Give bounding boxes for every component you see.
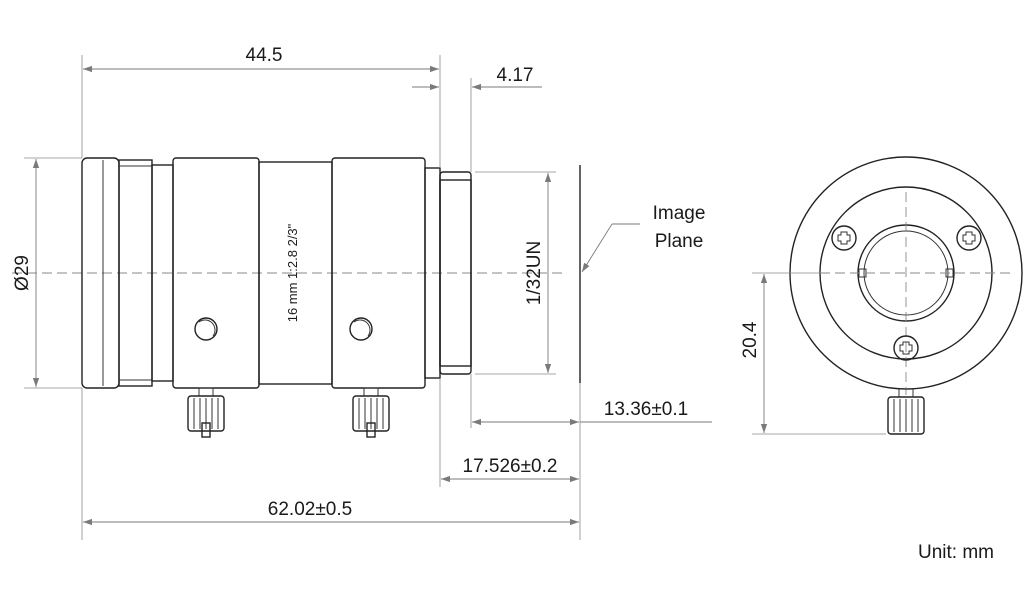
mount-screw-left — [831, 225, 857, 251]
extension-lines — [24, 55, 581, 540]
iris-lock-hole — [349, 317, 373, 341]
dim-diameter: Ø29 — [12, 159, 40, 387]
dim-back-focal: 13.36±0.1 — [472, 399, 712, 426]
iris-thumb-screw — [352, 387, 390, 438]
dim-screw-height-text: 20.4 — [740, 321, 761, 358]
dim-length-front: 44.5 — [83, 45, 439, 73]
focus-thumb-screw — [187, 387, 225, 438]
mount-screw-right — [956, 225, 982, 251]
image-plane: Image Plane — [579, 165, 706, 383]
dim-flange-offset: 4.17 — [412, 65, 542, 91]
dim-screw-height: 20.4 — [740, 272, 886, 435]
dim-length-front-text: 44.5 — [246, 45, 283, 66]
image-plane-label-line1: Image — [653, 203, 706, 224]
mount-screw-bottom — [893, 335, 919, 361]
dim-total-length-text: 62.02±0.5 — [268, 499, 352, 520]
lens-front-section — [81, 157, 174, 389]
front-thumb-screw — [887, 388, 925, 435]
dim-diameter-text: Ø29 — [12, 255, 33, 291]
focus-lock-hole — [194, 317, 218, 341]
lens-marking-text: 16 mm 1:2.8 2/3" — [285, 223, 300, 322]
rear-mount — [424, 167, 472, 379]
image-plane-label-line2: Plane — [655, 231, 704, 252]
dim-thread: 1/32UN — [524, 173, 552, 373]
dim-flange-distance: 17.526±0.2 — [441, 456, 579, 483]
dim-flange-distance-text: 17.526±0.2 — [463, 456, 558, 477]
side-view: 16 mm 1:2.8 2/3" — [12, 45, 712, 540]
front-view: 20.4 — [740, 156, 1023, 435]
dim-thread-text: 1/32UN — [524, 241, 545, 305]
dim-total-length: 62.02±0.5 — [83, 499, 579, 526]
dim-back-focal-text: 13.36±0.1 — [604, 399, 688, 420]
dim-flange-offset-text: 4.17 — [497, 65, 534, 86]
image-plane-leader — [581, 223, 613, 273]
unit-note: Unit: mm — [918, 542, 994, 563]
